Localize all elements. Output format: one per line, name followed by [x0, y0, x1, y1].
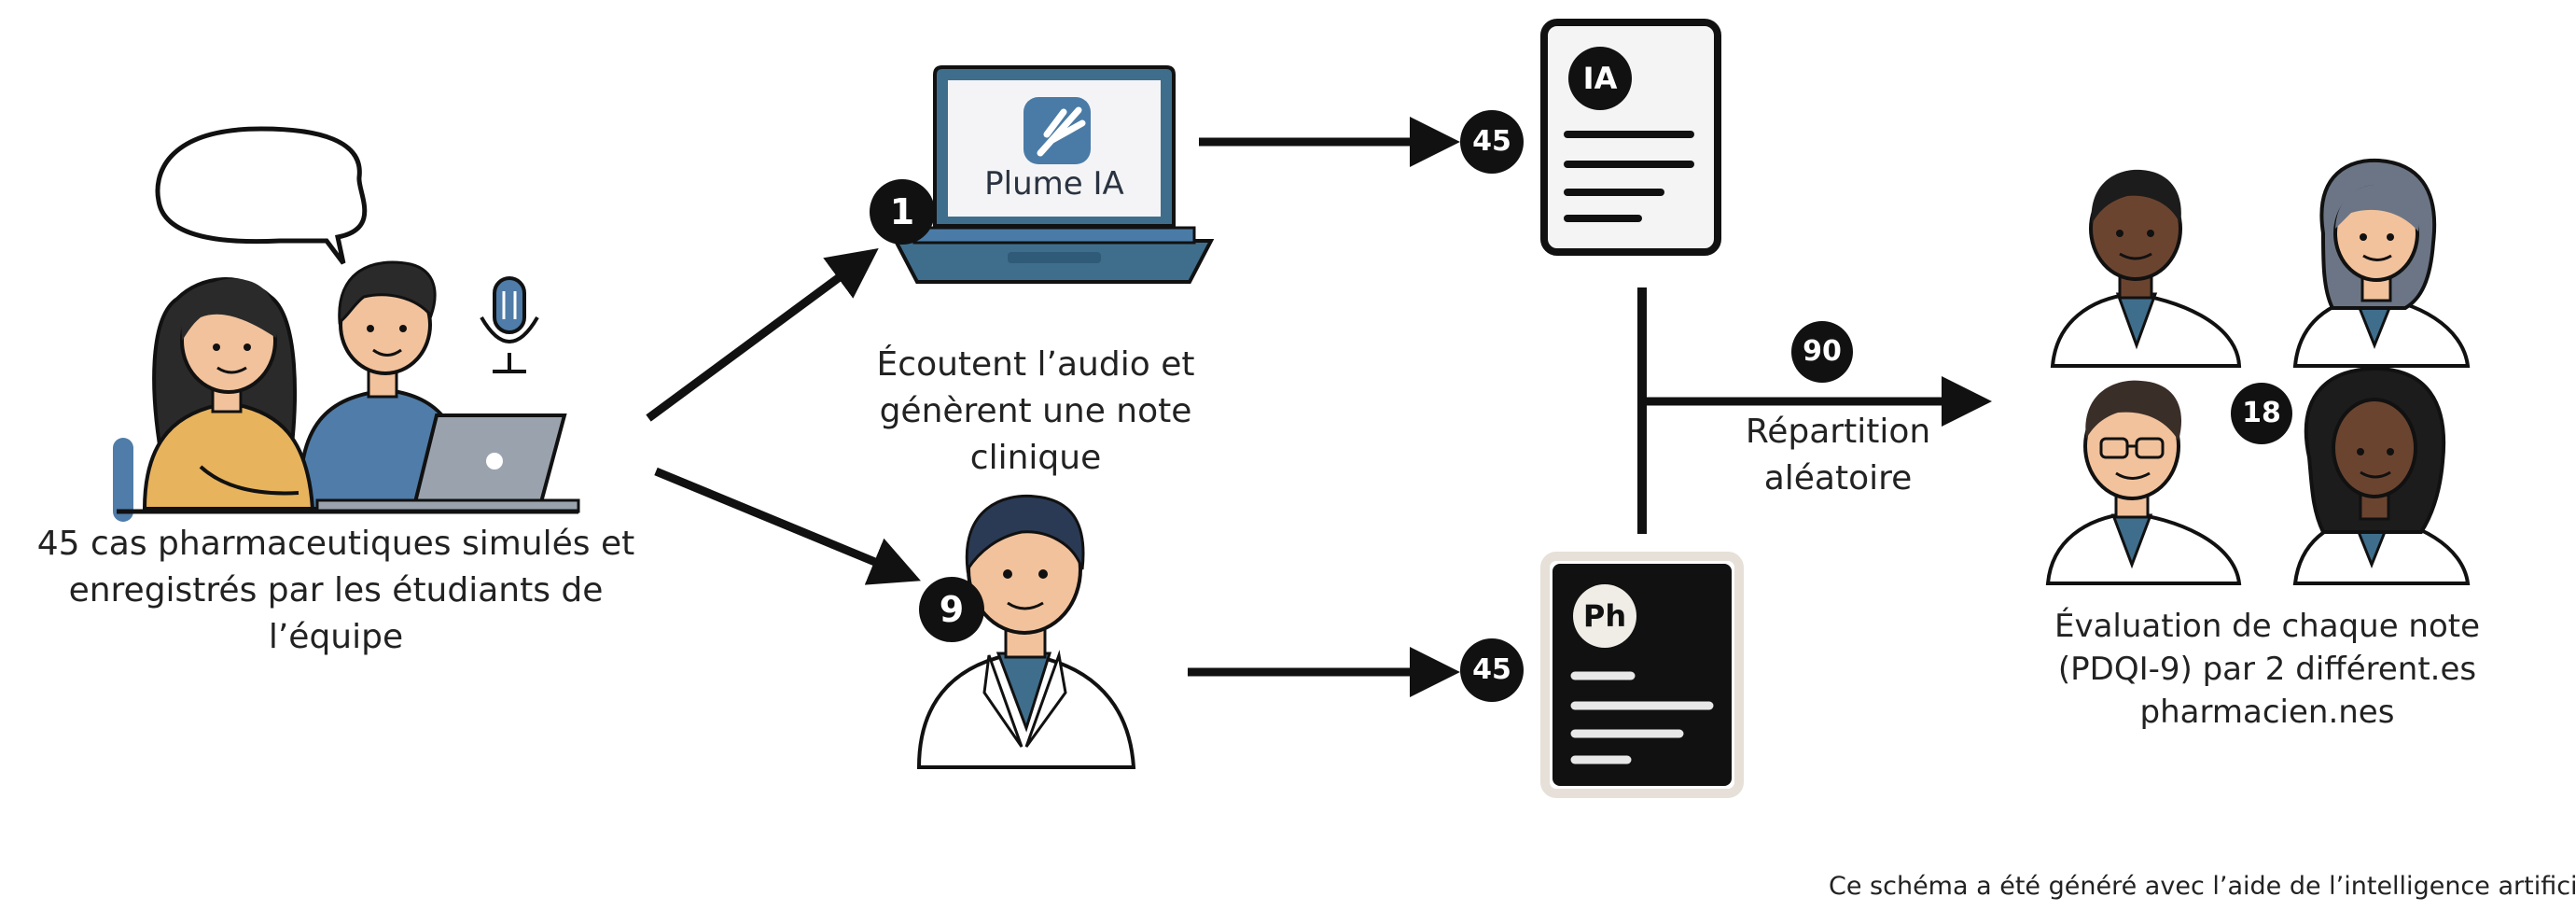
ai-generated-footer: Ce schéma a été généré avec l’aide de l’…	[1829, 872, 2575, 901]
badge-ai-tool	[870, 179, 935, 245]
badge-pharmacist-notes-number: 45	[1472, 653, 1511, 686]
badge-total-notes	[1791, 321, 1853, 383]
plume-ia-brand-label: Plume IA	[984, 165, 1124, 203]
ai-tool-caption-line-2: génèrent une note	[879, 392, 1192, 430]
ai-note-label: IA	[1582, 61, 1618, 96]
pharmacist-note-label: Ph	[1582, 598, 1627, 634]
distribution-caption: Répartition aléatoire	[1689, 409, 1987, 502]
evaluator-pharmacist-3-icon	[2045, 380, 2242, 585]
badges	[870, 110, 2292, 702]
badge-ai-tool-number: 1	[889, 191, 915, 232]
speech-bubble-icon	[155, 126, 368, 265]
badge-total-notes-number: 90	[1803, 335, 1842, 368]
student-girl	[142, 277, 315, 511]
evaluation-caption-line-1: Évaluation de chaque note	[2054, 608, 2481, 645]
distribution-caption-line-2: aléatoire	[1763, 459, 1913, 498]
arrow-to-pharmacist	[654, 467, 921, 585]
students-caption: 45 cas pharmaceutiques simulés et enregi…	[9, 521, 662, 661]
pharmacist-note-document-icon	[1540, 552, 1744, 798]
evaluation-caption-line-2: (PDQI-9) par 2 différent.es	[2057, 651, 2477, 688]
badge-ai-notes-number: 45	[1472, 125, 1511, 158]
pharmacist-icon	[916, 494, 1136, 769]
badge-evaluators-number: 18	[2242, 397, 2281, 429]
badge-pharmacists-writing	[919, 577, 984, 642]
evaluator-pharmacist-4-icon	[2292, 366, 2471, 585]
badge-pharmacists-writing-number: 9	[939, 589, 965, 630]
evaluation-caption: Évaluation de chaque note (PDQI-9) par 2…	[2006, 605, 2528, 734]
arrow-to-ai-tool	[646, 247, 879, 422]
microphone-icon	[480, 276, 539, 373]
students-caption-line-3: l’équipe	[268, 618, 404, 656]
badge-evaluators	[2231, 383, 2292, 444]
evaluation-caption-line-3: pharmacien.nes	[2139, 694, 2395, 731]
badge-ai-notes	[1460, 110, 1524, 174]
plume-ia-logo-icon	[1023, 97, 1091, 164]
ai-tool-caption: Écoutent l’audio et génèrent une note cl…	[840, 342, 1232, 482]
ai-tool-caption-line-3: clinique	[969, 439, 1102, 477]
evaluator-pharmacist-1-icon	[2050, 169, 2242, 368]
distribution-caption-line-1: Répartition	[1745, 413, 1931, 451]
evaluator-pharmacist-2-icon	[2292, 158, 2471, 368]
ai-tool-caption-line-1: Écoutent l’audio et	[876, 345, 1195, 384]
students-caption-line-1: 45 cas pharmaceutiques simulés et	[36, 525, 635, 563]
students-illustration	[113, 126, 580, 522]
badge-pharmacist-notes	[1460, 638, 1524, 702]
students-caption-line-2: enregistrés par les étudiants de	[68, 571, 604, 610]
ai-note-document-icon	[1540, 19, 1721, 256]
laptop-icon	[315, 413, 580, 513]
